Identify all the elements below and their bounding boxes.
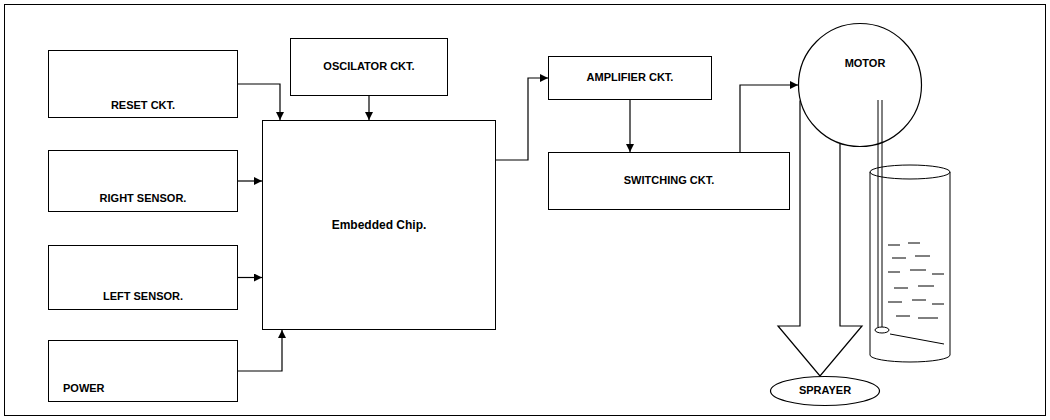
signal-arrow [368, 96, 369, 120]
signal-arrow [496, 78, 548, 160]
block-label: AMPLIFIER CKT. [587, 71, 674, 84]
block-label: MOTOR [845, 57, 886, 70]
block-label: Embedded Chip. [332, 218, 427, 232]
sensor-box: LEFT SENSOR. [48, 245, 238, 310]
circuit-box: OSCILATOR CKT. [290, 38, 448, 96]
circuit-box: SWITCHING CKT. [548, 152, 790, 210]
liquid-marks [888, 243, 944, 344]
block-label: RIGHT SENSOR. [100, 192, 187, 205]
block-label: SPRAYER [799, 384, 851, 397]
motor-circle-outline [798, 23, 922, 147]
sprayer-ellipse: SPRAYER [770, 376, 880, 406]
block-label: LEFT SENSOR. [103, 290, 183, 303]
signal-arrow [740, 85, 798, 152]
signal-arrow [629, 100, 630, 152]
block-label: SWITCHING CKT. [624, 174, 714, 187]
motor-circle: MOTOR [798, 23, 922, 147]
sensor-box: RIGHT SENSOR. [48, 150, 238, 212]
chip-box: Embedded Chip. [262, 120, 496, 330]
signal-arrow [238, 330, 282, 371]
block-label: RESET CKT. [111, 99, 175, 112]
block-label: POWER [63, 382, 105, 395]
signal-arrow [238, 277, 262, 278]
signal-arrow [238, 84, 280, 120]
power-box: POWER [48, 340, 238, 402]
stirring-rod [875, 100, 889, 333]
circuit-box: RESET CKT. [48, 50, 238, 118]
signal-arrow [238, 180, 262, 181]
block-label: OSCILATOR CKT. [323, 60, 414, 73]
circuit-box: AMPLIFIER CKT. [548, 56, 712, 100]
frame-border [5, 5, 1046, 416]
spray-arrow [778, 101, 862, 376]
